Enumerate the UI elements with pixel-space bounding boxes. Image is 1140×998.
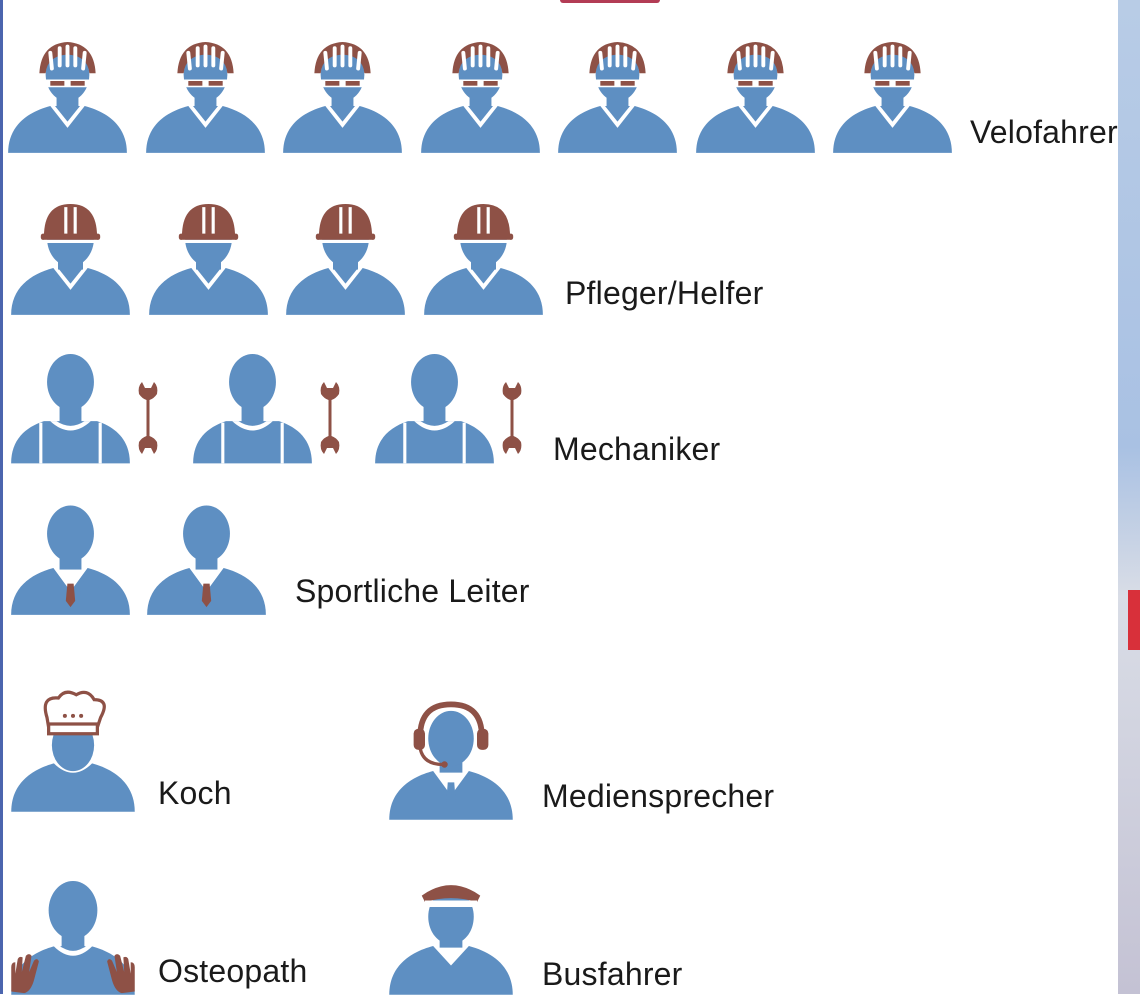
hard-hat-helper-icon xyxy=(286,203,405,315)
cyclist-helmet-icon xyxy=(833,41,952,153)
right-edge-backdrop xyxy=(1118,0,1140,994)
headset-spokesperson-icon xyxy=(389,701,513,820)
label-busfahrer: Busfahrer xyxy=(542,956,683,992)
cyclist-helmet-icon xyxy=(8,41,127,153)
wrench-icon xyxy=(320,382,340,454)
mechanic-wrench-icon xyxy=(11,353,130,464)
hard-hat-helper-icon xyxy=(11,203,130,315)
cyclist-helmet-icon xyxy=(145,41,265,153)
label-mediensprecher: Mediensprecher xyxy=(542,778,775,814)
hard-hat-helper-icon xyxy=(148,203,268,315)
left-edge-line xyxy=(0,0,3,994)
mechanic-wrench-icon xyxy=(375,353,494,464)
label-velofahrer: Velofahrer xyxy=(970,114,1118,150)
label-koch: Koch xyxy=(158,775,232,811)
wrench-icon xyxy=(138,382,158,454)
osteopath-hands-icon xyxy=(11,881,135,995)
mechanic-wrench-icon xyxy=(193,353,312,464)
bus-driver-cap-icon xyxy=(389,885,513,995)
cyclist-helmet-icon xyxy=(695,41,815,153)
hard-hat-helper-icon xyxy=(423,203,543,315)
label-mechaniker: Mechaniker xyxy=(553,431,721,467)
label-pfleger-helfer: Pfleger/Helfer xyxy=(565,275,764,311)
cyclist-helmet-icon xyxy=(558,41,677,153)
cyclist-helmet-icon xyxy=(283,41,402,153)
top-edge-accent xyxy=(560,0,660,3)
chef-hat-icon xyxy=(11,690,135,812)
cyclist-helmet-icon xyxy=(420,41,540,153)
label-osteopath: Osteopath xyxy=(158,953,308,989)
wrench-icon xyxy=(502,382,522,454)
right-edge-red-strip xyxy=(1128,590,1140,650)
director-tie-icon xyxy=(11,505,130,615)
label-sportliche-leiter: Sportliche Leiter xyxy=(295,573,530,609)
director-tie-icon xyxy=(147,505,266,615)
